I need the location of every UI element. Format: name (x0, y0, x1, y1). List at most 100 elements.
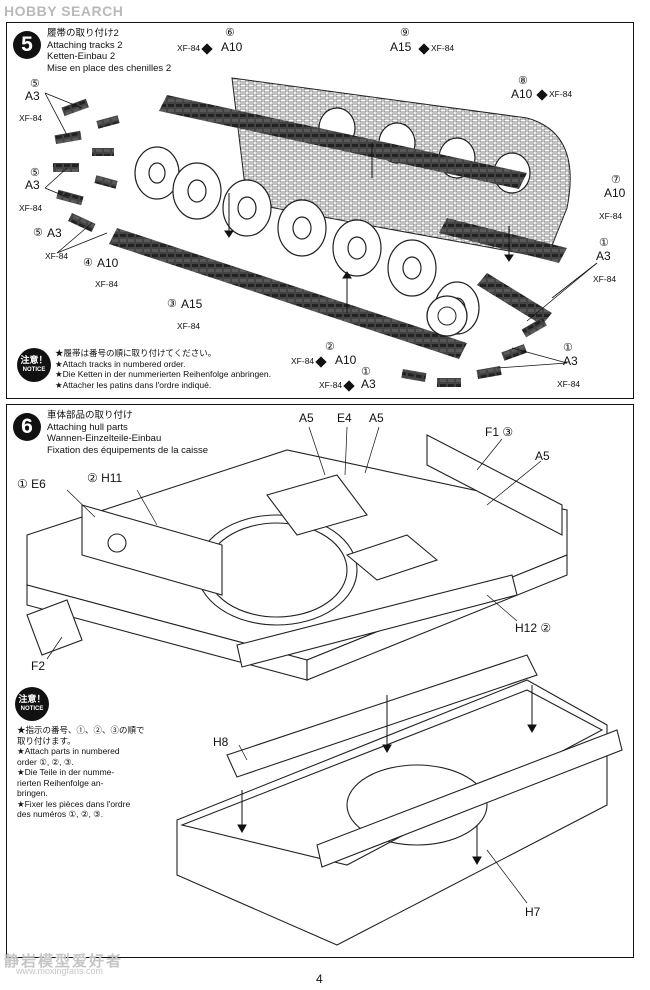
hobby-search-watermark: HOBBY SEARCH (4, 3, 124, 19)
notice-box: 注意！ NOTICE ★履帯は番号の順に取り付けてください。 ★Attach t… (17, 348, 271, 390)
step-6-panel: 6 車体部品の取り付け Attaching hull parts Wannen-… (6, 404, 634, 958)
part-h7: H7 (525, 905, 541, 919)
notice-line: ★Die Ketten in der nummerierten Reihenfo… (55, 369, 271, 379)
notice-line: ★指示の番号、①、②、③の順で (17, 725, 145, 735)
notice-en: NOTICE (20, 706, 44, 712)
notice-en: NOTICE (22, 367, 46, 373)
paint-drop-icon (536, 89, 548, 101)
title-en: Attaching tracks 2 (47, 39, 123, 51)
step-label-8: ⑧ (518, 75, 528, 87)
paint-xf84: XF-84 (19, 113, 42, 123)
step-title: 履帯の取り付け2 Attaching tracks 2 Ketten-Einba… (47, 28, 171, 74)
step-label-1: ① (599, 237, 609, 249)
notice-text: ★履帯は番号の順に取り付けてください。 ★Attach tracks in nu… (55, 348, 271, 390)
step-number: 5 (13, 31, 41, 59)
notice-text: ★指示の番号、①、②、③の順で 取り付けます。 ★Attach parts in… (17, 725, 145, 820)
step-label-9: ⑨ (400, 27, 410, 39)
part-a5: A5 (369, 411, 384, 425)
paint-xf84: XF-84 (177, 43, 214, 55)
part-e6: ① E6 (17, 477, 46, 491)
notice-line: bringen. (17, 788, 48, 798)
step-label-2: ② (325, 341, 335, 353)
page-number: 4 (316, 972, 323, 986)
paint-xf84: XF-84 (291, 356, 328, 368)
paint-code: XF-84 (557, 379, 581, 389)
step-label-3: ③ (167, 298, 177, 310)
notice-jp: 注意！ (20, 355, 48, 365)
paint-xf84: XF-84 (19, 203, 42, 213)
paint-xf84: XF-84 (557, 379, 580, 389)
paint-code: XF-84 (45, 251, 69, 261)
step-label-5: ⑤ (30, 78, 40, 90)
notice-line: ★Attach tracks in numbered order. (55, 358, 186, 369)
part-a10: A10 (604, 186, 626, 200)
paint-drop-icon (418, 43, 430, 55)
paint-xf84: XF-84 (593, 274, 616, 284)
title-fr: Mise en place des chenilles 2 (47, 62, 172, 74)
paint-xf84: XF-84 (319, 380, 356, 392)
step-label-4: ④ (83, 257, 93, 269)
part-a10: A10 (97, 256, 119, 270)
paint-code: XF-84 (177, 43, 201, 53)
part-h8: H8 (213, 735, 229, 749)
paint-code: XF-84 (599, 211, 623, 221)
step-number: 6 (13, 413, 41, 441)
paint-xf84: XF-84 (95, 279, 118, 289)
notice-badge: 注意！ NOTICE (17, 348, 51, 382)
part-a3: A3 (25, 89, 40, 103)
paint-code: XF-84 (19, 113, 43, 123)
notice-line: ★Fixer les pièces dans l'ordre (17, 798, 131, 809)
notice-box: 注意！ NOTICE (15, 687, 49, 721)
notice-line: ★Attacher les patins dans l'ordre indiqu… (55, 379, 212, 390)
paint-xf84: XF-84 (535, 89, 573, 101)
title-jp: 車体部品の取り付け (47, 410, 133, 421)
step-label-1: ① (563, 342, 573, 354)
part-e4: E4 (337, 411, 352, 425)
part-a10: A10 (221, 40, 243, 54)
step-label-5: ⑤ (30, 167, 40, 179)
part-a5: A5 (535, 449, 550, 463)
step-label-1: ① (361, 366, 371, 378)
paint-code: XF-84 (19, 203, 43, 213)
paint-drop-icon (201, 43, 213, 55)
notice-line: ★履帯は番号の順に取り付けてください。 (55, 348, 217, 358)
part-a3: A3 (47, 226, 62, 240)
notice-badge: 注意！ NOTICE (15, 687, 49, 721)
paint-code: XF-84 (291, 356, 315, 366)
paint-code: XF-84 (95, 279, 119, 289)
paint-drop-icon (315, 356, 327, 368)
part-f1: F1 ③ (485, 425, 514, 439)
step-5-panel: 5 履帯の取り付け2 Attaching tracks 2 Ketten-Ein… (6, 22, 634, 399)
part-a3: A3 (563, 354, 578, 368)
notice-line: rierten Reihenfolge an- (17, 777, 104, 788)
paint-xf84: XF-84 (177, 321, 200, 331)
paint-code: XF-84 (549, 89, 573, 99)
notice-line: ★Die Teile in der numme- (17, 767, 115, 777)
site-watermark: 静岩模型爱好者 (4, 953, 124, 970)
part-a15: A15 (181, 297, 203, 311)
part-a5: A5 (299, 411, 314, 425)
title-fr: Fixation des équipements de la caisse (47, 444, 209, 456)
track-assembly-drawing (44, 77, 598, 387)
notice-line: des numéros ①, ②, ③. (17, 809, 104, 819)
paint-code: XF-84 (431, 43, 455, 53)
paint-xf84: XF-84 (417, 43, 455, 55)
notice-line: order ①, ②, ③. (17, 756, 74, 767)
title-jp: 履帯の取り付け2 (47, 28, 119, 39)
part-a3: A3 (25, 178, 40, 192)
part-h11: ② H11 (87, 471, 123, 485)
part-a10: A10 (335, 353, 357, 367)
step-title: 車体部品の取り付け Attaching hull parts Wannen-Ei… (47, 410, 208, 456)
title-de: Wannen-Einzelteile-Einbau (47, 433, 162, 444)
part-a3: A3 (596, 249, 611, 263)
hull-assembly-drawing (26, 426, 623, 946)
part-a3: A3 (361, 377, 376, 391)
part-a10: A10 (511, 87, 533, 101)
part-a15: A15 (390, 40, 412, 54)
paint-xf84: XF-84 (599, 211, 622, 221)
paint-code: XF-84 (177, 321, 201, 331)
title-en: Attaching hull parts (47, 421, 128, 433)
part-f2: F2 (31, 659, 46, 673)
notice-line: ★Attach parts in numbered (17, 746, 120, 756)
step-label-5: ⑤ (33, 227, 43, 239)
